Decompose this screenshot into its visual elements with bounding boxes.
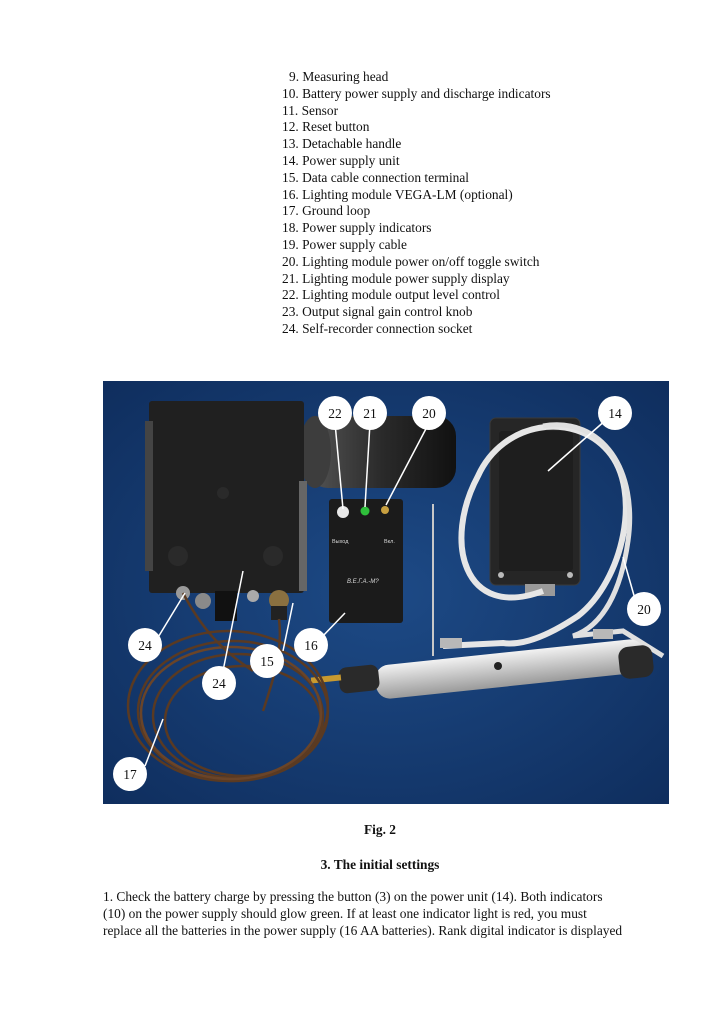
ground-loop bbox=[126, 592, 330, 783]
paragraph-line: (10) on the power supply should glow gre… bbox=[103, 906, 587, 921]
svg-text:14: 14 bbox=[608, 406, 622, 421]
legend-item: 22. Lighting module output level control bbox=[282, 287, 500, 303]
lighting-module bbox=[329, 499, 403, 623]
callout: 21 bbox=[353, 396, 387, 430]
legend-item: 11. Sensor bbox=[282, 102, 339, 118]
svg-text:16: 16 bbox=[304, 638, 318, 653]
svg-text:20: 20 bbox=[637, 602, 651, 617]
legend-item: 24. Self-recorder connection socket bbox=[282, 320, 473, 336]
legend-item: 15. Data cable connection terminal bbox=[282, 169, 470, 185]
callout: 15 bbox=[250, 644, 284, 678]
legend-item: 14. Power supply unit bbox=[282, 152, 400, 168]
callout: 14 bbox=[598, 396, 632, 430]
section-heading: 3. The initial settings bbox=[320, 857, 440, 872]
module-output-label: Выход bbox=[332, 539, 349, 545]
legend-item: 12. Reset button bbox=[282, 119, 370, 135]
legend-item: 17. Ground loop bbox=[282, 203, 371, 219]
callout: 24 bbox=[128, 628, 162, 662]
paragraph-line: replace all the batteries in the power s… bbox=[103, 923, 623, 938]
callout: 22 bbox=[318, 396, 352, 430]
legend-item: 21. Lighting module power supply display bbox=[282, 270, 510, 286]
legend-item: 19. Power supply cable bbox=[282, 236, 407, 252]
callout: 20 bbox=[412, 396, 446, 430]
foam-roll bbox=[308, 416, 456, 488]
legend-item: 10. Battery power supply and discharge i… bbox=[282, 85, 551, 101]
svg-text:17: 17 bbox=[123, 767, 137, 782]
module-brand-label: В.Е.Г.А.-М? bbox=[347, 579, 379, 585]
callout: 16 bbox=[294, 628, 328, 662]
legend-item: 16. Lighting module VEGA-LM (optional) bbox=[282, 186, 513, 202]
callout: 24 bbox=[202, 666, 236, 700]
paragraph-line: 1. Check the battery charge by pressing … bbox=[103, 889, 603, 904]
device-photo: Выход Вкл. В.Е.Г.А.-М? bbox=[103, 381, 669, 804]
legend-item: 23. Output signal gain control knob bbox=[282, 304, 473, 320]
body-paragraph: 1. Check the battery charge by pressing … bbox=[103, 888, 673, 939]
legend-item: 20. Lighting module power on/off toggle … bbox=[282, 253, 540, 269]
component-legend: 9. Measuring head 10. Battery power supp… bbox=[282, 69, 551, 338]
legend-item: 13. Detachable handle bbox=[282, 136, 402, 152]
svg-text:24: 24 bbox=[138, 638, 152, 653]
svg-text:20: 20 bbox=[422, 406, 436, 421]
figure-caption: Fig. 2 bbox=[364, 822, 396, 837]
legend-item: 18. Power supply indicators bbox=[282, 220, 432, 236]
callout: 17 bbox=[113, 757, 147, 791]
svg-text:21: 21 bbox=[363, 406, 377, 421]
svg-text:15: 15 bbox=[260, 654, 274, 669]
sensor-pen bbox=[375, 639, 645, 699]
callout: 20 bbox=[627, 592, 661, 626]
module-power-label: Вкл. bbox=[384, 539, 395, 545]
legend-item: 9. Measuring head bbox=[289, 69, 389, 84]
svg-text:22: 22 bbox=[328, 406, 342, 421]
svg-text:24: 24 bbox=[212, 676, 226, 691]
